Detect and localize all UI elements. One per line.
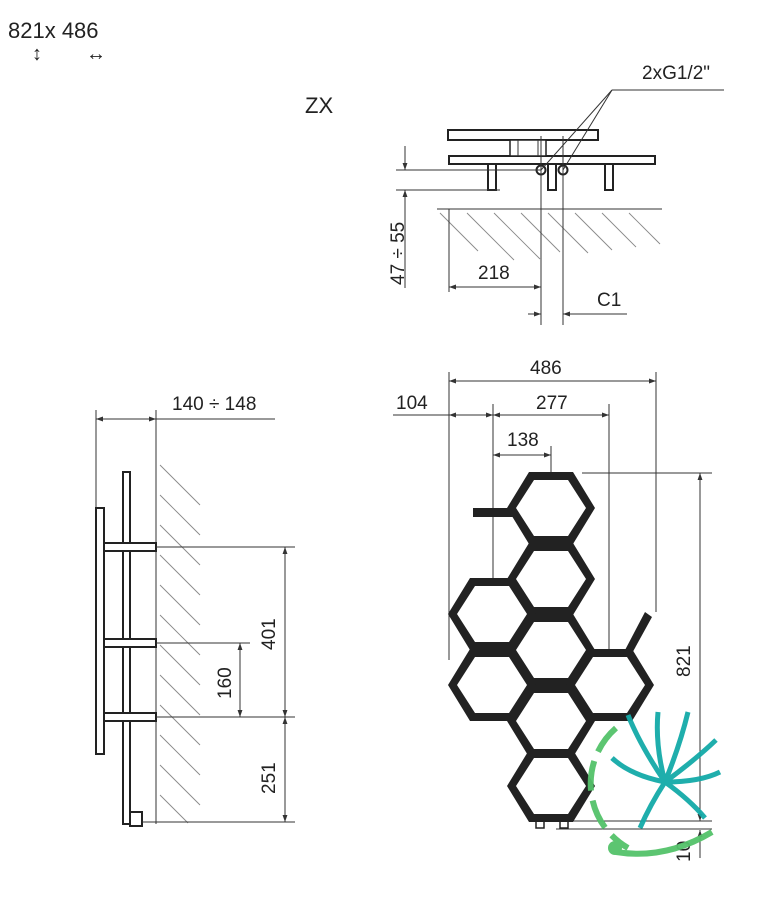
width-arrow-icon: ↔ [86, 43, 106, 65]
connection-label: 2xG1/2" [642, 63, 710, 84]
wall-hatch-top [439, 212, 661, 261]
side-view: 140 ÷ 148 401 [95, 394, 295, 827]
hex-cell-7 [507, 685, 595, 757]
offset-c1: C1 [597, 290, 621, 311]
side-bracket-bottom [103, 712, 157, 722]
wall-distance-top: 47 ÷ 55 [388, 222, 409, 285]
hex-cell-1 [507, 472, 595, 544]
bracket-spacing-160: 160 [215, 667, 236, 699]
side-bracket-middle [103, 638, 157, 648]
width-138: 138 [507, 430, 539, 451]
height-total: 821 [674, 645, 695, 677]
hex-cell-6 [566, 649, 654, 721]
height-arrow-icon: ↕ [32, 43, 42, 65]
offset-218: 218 [478, 263, 510, 284]
width-104: 104 [396, 393, 428, 414]
top-view: ZX 2xG1/2" [305, 63, 724, 325]
side-radiator-front [95, 507, 105, 755]
hex-cell-4 [507, 614, 595, 686]
wall-depth-side: 140 ÷ 148 [172, 394, 256, 415]
fan-arc-logo-icon [587, 711, 722, 857]
hex-cell-2 [507, 543, 595, 615]
hex-cell-5 [448, 649, 536, 721]
top-bracket-right [604, 163, 614, 191]
bracket-spacing-401: 401 [259, 618, 280, 650]
hex-cell-3 [448, 578, 536, 650]
width-277: 277 [536, 393, 568, 414]
top-view-code: ZX [305, 93, 333, 118]
size-label: 821x 486 [8, 18, 99, 43]
bottom-251: 251 [259, 762, 280, 794]
hex-cell-8 [507, 750, 595, 822]
width-total: 486 [530, 358, 562, 379]
top-bracket-left [487, 163, 497, 191]
wall-hatch-side [159, 464, 201, 824]
honeycomb-radiator [448, 472, 654, 829]
side-bracket-top [103, 542, 157, 552]
front-view: 486 104 277 138 821 10 [393, 358, 712, 862]
